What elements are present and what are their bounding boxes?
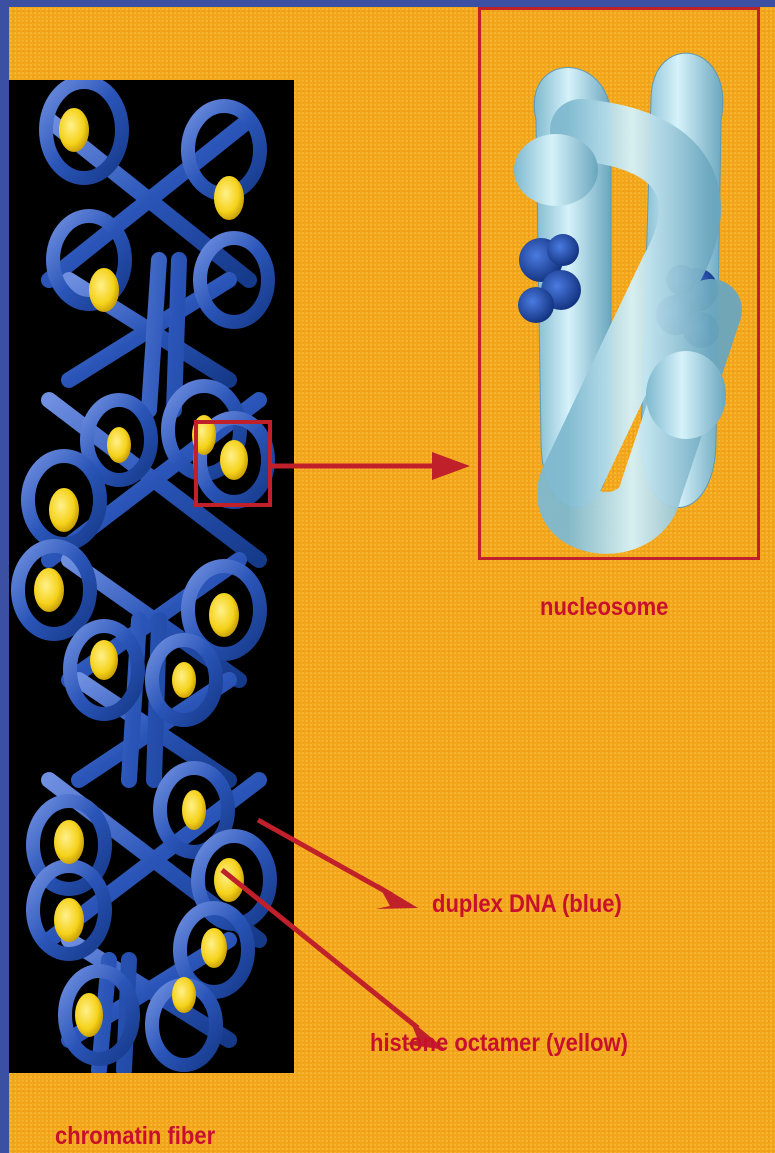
nucleosome-arrowhead <box>432 452 470 480</box>
histone-octamer-label: histone octamer (yellow) <box>370 1029 628 1058</box>
dna-arrowhead <box>376 884 418 909</box>
nucleosome-label: nucleosome <box>540 593 668 622</box>
duplex-dna-label: duplex DNA (blue) <box>432 890 622 919</box>
dna-arrow-line <box>258 820 392 895</box>
chromatin-fiber-label: chromatin fiber <box>55 1122 215 1151</box>
